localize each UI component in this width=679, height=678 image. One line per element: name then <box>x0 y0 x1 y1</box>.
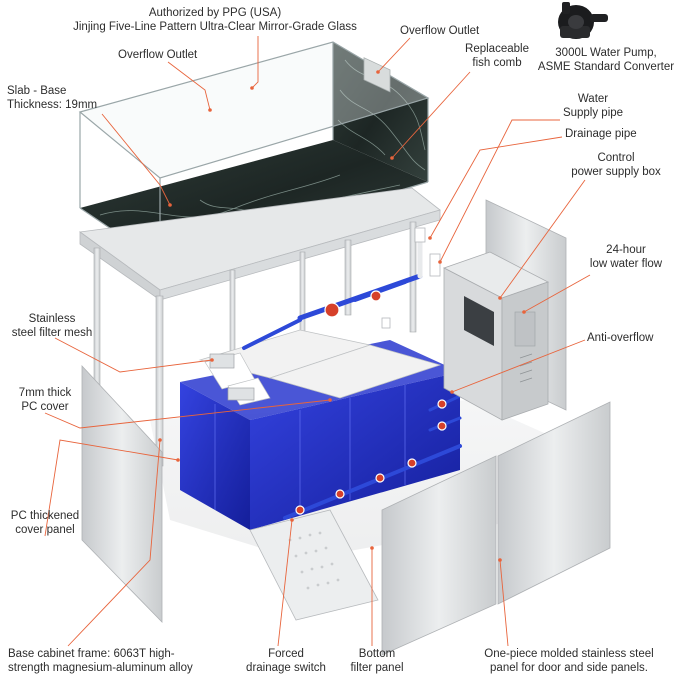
door-panel-right <box>497 401 611 605</box>
left-side-panel <box>81 364 163 623</box>
water-pump-icon <box>558 2 608 39</box>
leader-dot-slab <box>168 203 172 207</box>
leader-dot-water-supply <box>438 260 442 264</box>
leader-dot-pc-cover <box>328 398 332 402</box>
label-drainage-pipe: Drainage pipe <box>565 128 637 140</box>
leader-dot-ppg <box>250 86 254 90</box>
leader-dot-forced-drain <box>290 518 294 522</box>
label-ppg-glass: Authorized by PPG (USA)Jinjing Five-Line… <box>73 7 357 33</box>
leader-anti-overflow <box>451 339 586 393</box>
leader-dot-overflow-right <box>376 70 380 74</box>
leader-dot-drainage <box>428 236 432 240</box>
leader-cabinet-frame <box>67 439 161 647</box>
label-anti-overflow: Anti-overflow <box>587 332 654 344</box>
leader-dot-bottom-filter <box>370 546 374 550</box>
leader-dot-control-box <box>498 296 502 300</box>
label-overflow-outlet-right: Overflow Outlet <box>400 25 480 37</box>
label-water-pump: 3000L Water Pump,ASME Standard Converter <box>537 47 675 73</box>
valves <box>295 290 447 515</box>
leader-dot-filter-mesh <box>210 358 214 362</box>
leader-dot-pc-panel <box>176 458 180 462</box>
control-box <box>442 251 550 421</box>
leader-dot-low-water <box>522 310 526 314</box>
leader-overflow-right <box>377 37 411 73</box>
label-overflow-outlet-left: Overflow Outlet <box>118 49 198 61</box>
leader-one-piece <box>499 559 509 647</box>
door-panel-left <box>381 455 497 656</box>
pipe-fittings <box>381 227 441 329</box>
leader-dot-cabinet-frame <box>158 438 162 442</box>
overflow-box <box>363 57 391 93</box>
leader-water-supply <box>439 119 560 263</box>
filter-mesh <box>209 353 255 401</box>
piping <box>242 237 462 520</box>
leader-ppg <box>251 36 259 89</box>
leader-forced-drain <box>277 519 293 647</box>
leader-lines <box>44 36 591 647</box>
pc-cover <box>198 329 442 406</box>
leader-drainage <box>429 136 563 239</box>
leader-dot-overflow-left <box>208 108 212 112</box>
leader-pc-panel <box>44 439 179 537</box>
bottom-filter-panel <box>249 509 379 621</box>
leader-low-water <box>523 274 591 313</box>
label-cabinet-frame: Base cabinet frame: 6063T high-strength … <box>8 648 193 674</box>
leader-dot-fish-comb <box>390 156 394 160</box>
leader-pc-cover <box>44 399 331 429</box>
leader-slab <box>101 113 171 206</box>
leader-dot-anti-overflow <box>450 390 454 394</box>
leader-fish-comb <box>391 71 471 159</box>
leader-filter-mesh <box>54 337 213 373</box>
leader-overflow-left <box>167 61 211 111</box>
leader-dot-one-piece <box>498 558 502 562</box>
leader-control-box <box>499 179 586 299</box>
